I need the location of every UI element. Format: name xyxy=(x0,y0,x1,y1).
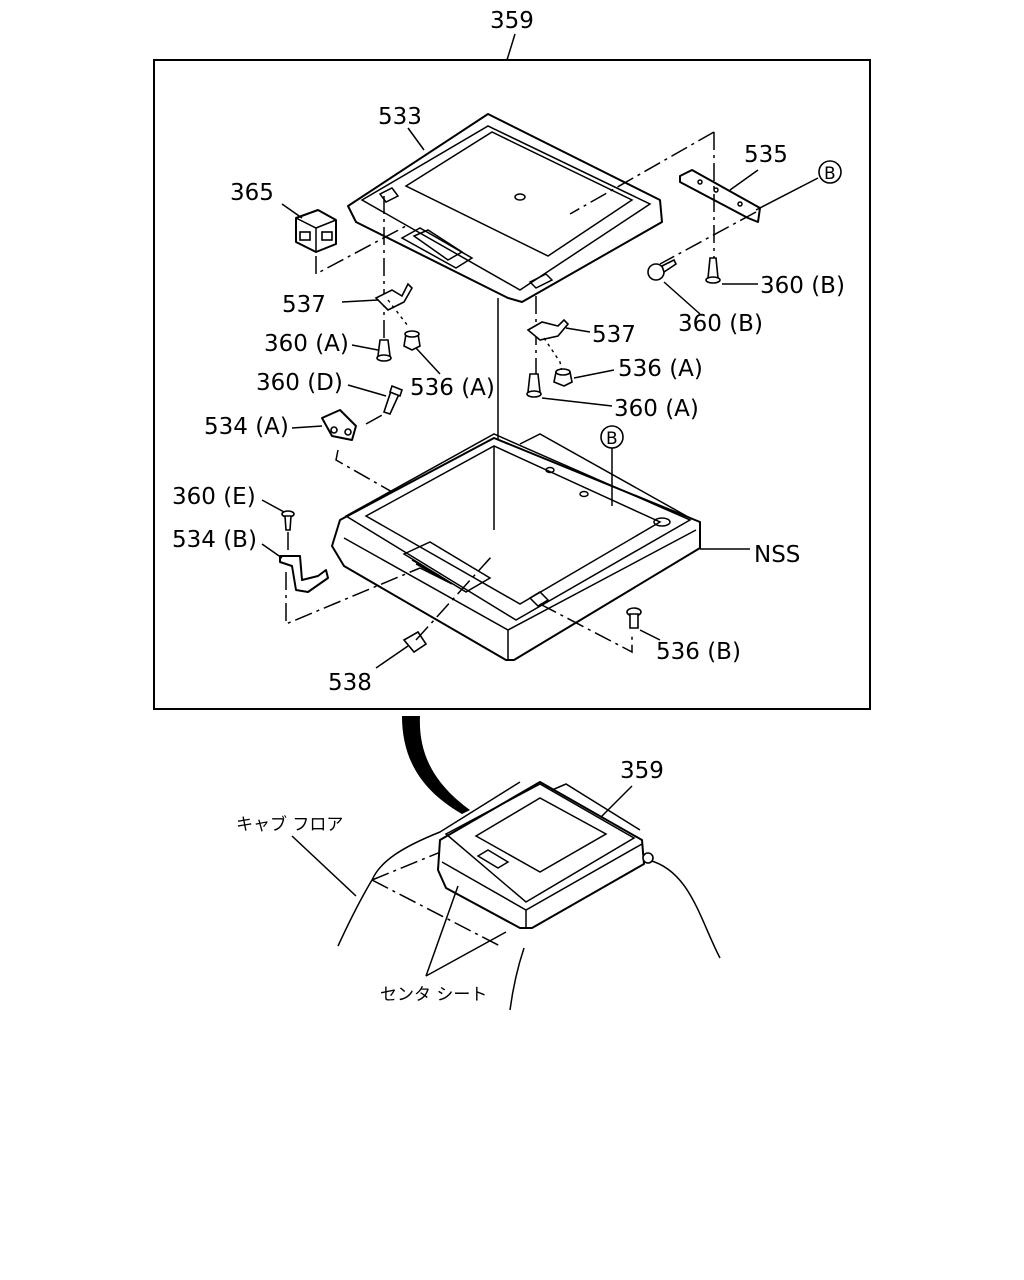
label-360d: 360 (D) xyxy=(256,370,343,396)
label-537-right: 537 xyxy=(592,322,636,348)
label-534a: 534 (A) xyxy=(204,414,289,440)
striker-534b xyxy=(279,555,329,593)
label-360b-right: 360 (B) xyxy=(760,273,845,299)
label-535: 535 xyxy=(744,142,788,168)
screw-360e xyxy=(281,510,295,531)
hinge-534a xyxy=(321,409,357,441)
screw-360d xyxy=(382,384,403,415)
label-360a-left: 360 (A) xyxy=(264,331,349,357)
svg-text:B: B xyxy=(824,164,836,184)
label-360b-mid: 360 (B) xyxy=(678,311,763,337)
switch-365 xyxy=(295,209,337,253)
bracket-535 xyxy=(679,169,761,223)
label-center-seat: センタ シート xyxy=(380,985,487,1005)
fastener-360b-right xyxy=(705,257,721,284)
fastener-360b-mid xyxy=(647,258,678,281)
screw-360a-right xyxy=(526,373,542,398)
circle-b-box: B xyxy=(600,425,624,449)
exploded-view-frame xyxy=(153,59,871,710)
circle-b-top: B xyxy=(818,160,842,184)
console-box-nss xyxy=(331,433,701,661)
clip-538 xyxy=(402,630,428,654)
label-538: 538 xyxy=(328,670,372,696)
label-536a-left: 536 (A) xyxy=(410,375,495,401)
cab-floor xyxy=(337,781,721,1011)
lid-frame-533 xyxy=(347,113,663,303)
label-360e: 360 (E) xyxy=(172,484,256,510)
label-365: 365 xyxy=(230,180,274,206)
label-359-lower: 359 xyxy=(620,758,664,784)
label-359-top: 359 xyxy=(490,8,534,34)
clip-537-left xyxy=(374,282,413,311)
label-nss: NSS xyxy=(754,542,800,568)
cushion-536a-left xyxy=(403,330,421,351)
label-534b: 534 (B) xyxy=(172,527,257,553)
label-536a-right: 536 (A) xyxy=(618,356,703,382)
svg-text:B: B xyxy=(606,429,618,449)
label-536b: 536 (B) xyxy=(656,639,741,665)
label-533: 533 xyxy=(378,104,422,130)
cushion-536a-right xyxy=(553,368,573,387)
label-537-left: 537 xyxy=(282,292,326,318)
label-cab-floor: キャブ フロア xyxy=(236,814,343,835)
console-installed xyxy=(437,781,654,929)
clip-537-right xyxy=(526,318,570,341)
bumper-536b xyxy=(626,607,642,629)
location-arrow xyxy=(402,716,470,814)
screw-360a-left xyxy=(376,339,392,362)
label-360a-right: 360 (A) xyxy=(614,396,699,422)
